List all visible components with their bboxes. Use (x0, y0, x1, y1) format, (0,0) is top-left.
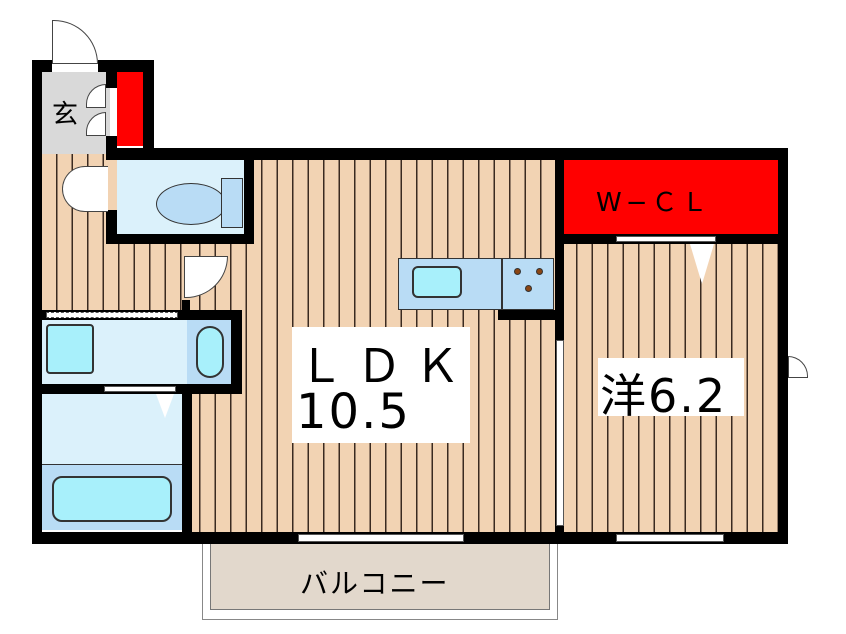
burner-icon (525, 285, 532, 292)
ldk-window[interactable] (298, 534, 464, 542)
wcl-label: W−ＣＬ (596, 188, 712, 218)
wall (98, 60, 154, 72)
kitchen-sink (412, 266, 462, 298)
burner-icon (514, 268, 521, 275)
wall (106, 72, 117, 88)
western-room-label: 洋6.2 (600, 369, 728, 423)
wall (778, 148, 788, 544)
wall (106, 210, 117, 244)
wall (182, 384, 192, 544)
western-room-window[interactable] (616, 534, 724, 542)
ldk-label-box (292, 327, 470, 443)
entrance-door[interactable] (52, 20, 98, 64)
wall (231, 310, 242, 394)
wall (106, 234, 254, 244)
wall (182, 300, 190, 312)
genkan-label: 玄 (52, 100, 79, 130)
washbasin (46, 324, 94, 374)
wcl-door-swing-icon (690, 244, 714, 284)
wall (244, 148, 254, 244)
toilet-door[interactable] (62, 166, 108, 212)
western-room-side-door[interactable] (788, 356, 808, 378)
ldk-label: ＬＤＫ (298, 339, 472, 393)
washroom-sliding-door[interactable] (46, 312, 178, 318)
washing-machine (196, 326, 224, 378)
balcony (210, 540, 550, 610)
ldk-size: 10.5 (296, 384, 411, 440)
balcony-label: バルコニー (300, 567, 450, 600)
bathtub (52, 476, 172, 522)
walk-in-closet (562, 158, 780, 234)
toilet-tank (221, 178, 243, 228)
stove (502, 258, 554, 310)
bathroom-door-swing-icon (156, 394, 174, 418)
shoe-storage (117, 72, 143, 146)
wall (106, 148, 786, 160)
western-room-sliding-door[interactable] (556, 340, 564, 526)
toilet-bowl (156, 183, 226, 225)
wall (498, 310, 560, 320)
wall (32, 60, 42, 544)
bathroom-door[interactable] (104, 386, 176, 392)
western-room-label-box (598, 358, 744, 416)
wall (143, 60, 154, 160)
wall (32, 60, 52, 72)
wcl-door[interactable] (616, 236, 716, 242)
burner-icon (536, 268, 543, 275)
